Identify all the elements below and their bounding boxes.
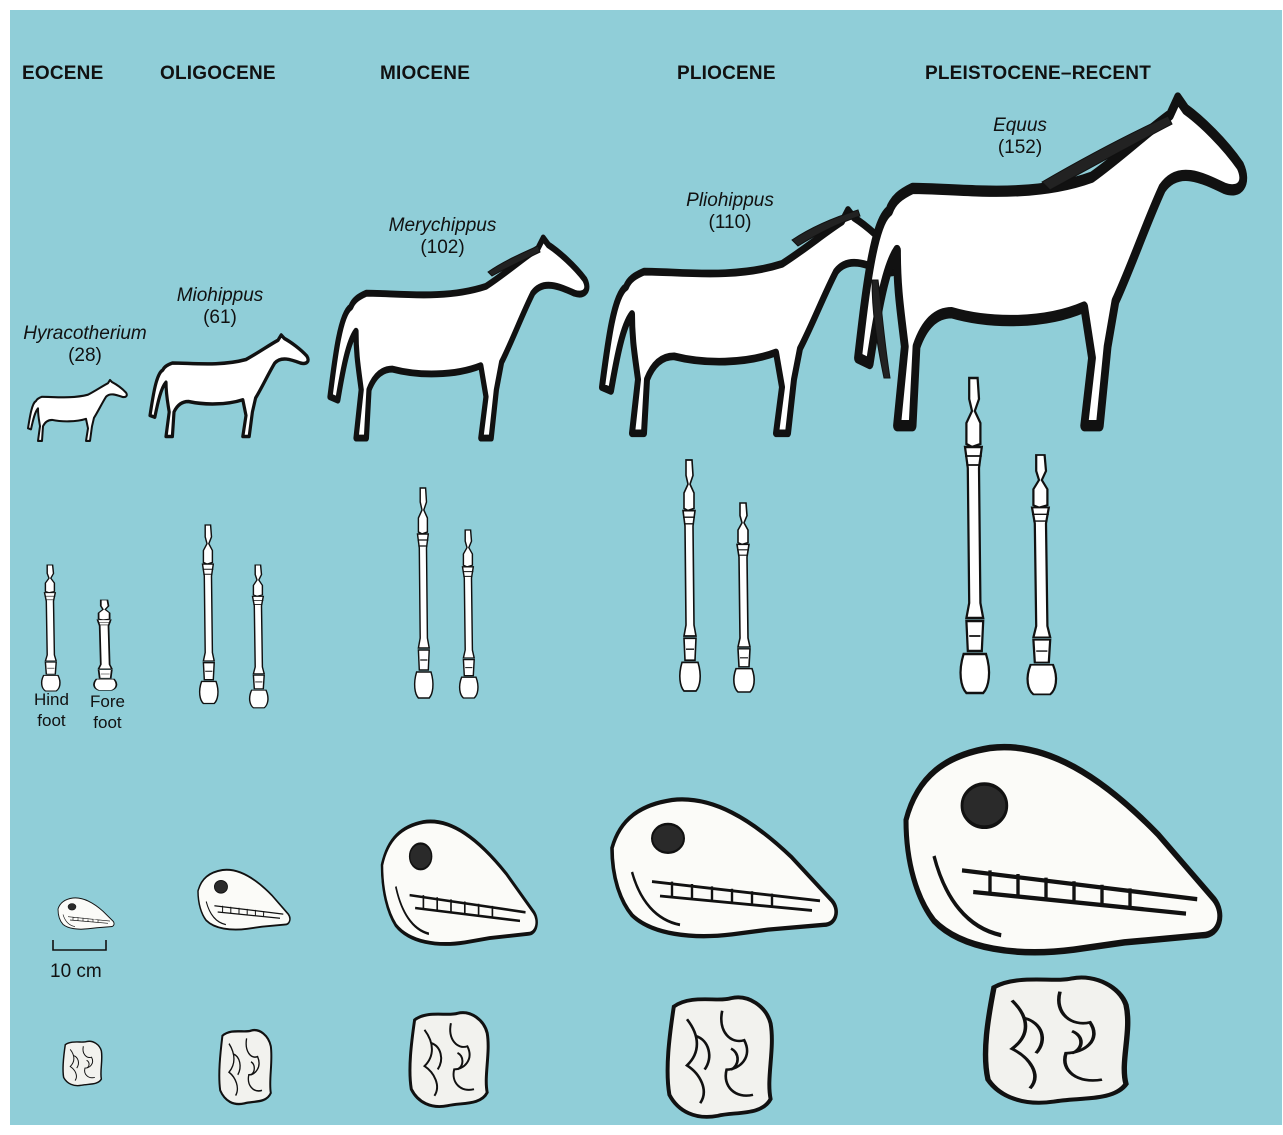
miohippus-tooth (219, 1030, 271, 1104)
hyracotherium-illustration (28, 380, 127, 441)
merychippus-skull (382, 821, 537, 943)
merychippus-feet (415, 488, 478, 698)
hyracotherium-tooth (63, 1041, 102, 1085)
equus-feet (961, 378, 1057, 694)
miohippus-feet (200, 525, 268, 708)
pliohippus-tooth (668, 997, 772, 1116)
evolution-panel: EOCENE OLIGOCENE MIOCENE PLIOCENE PLEIST… (10, 10, 1282, 1125)
pliohippus-skull (612, 799, 836, 936)
equus-skull (906, 747, 1220, 952)
miohippus-illustration (150, 335, 308, 437)
pliohippus-illustration (602, 210, 898, 433)
hyracotherium-skull (58, 898, 114, 929)
merychippus-tooth (410, 1013, 488, 1107)
pliohippus-feet (680, 460, 754, 692)
hyracotherium-feet (42, 565, 117, 691)
illustrations (10, 10, 1282, 1125)
equus-tooth (986, 978, 1128, 1103)
scale-bar (53, 940, 106, 950)
merychippus-illustration (330, 238, 587, 438)
miohippus-skull (198, 870, 290, 930)
equus-illustration (858, 98, 1243, 426)
